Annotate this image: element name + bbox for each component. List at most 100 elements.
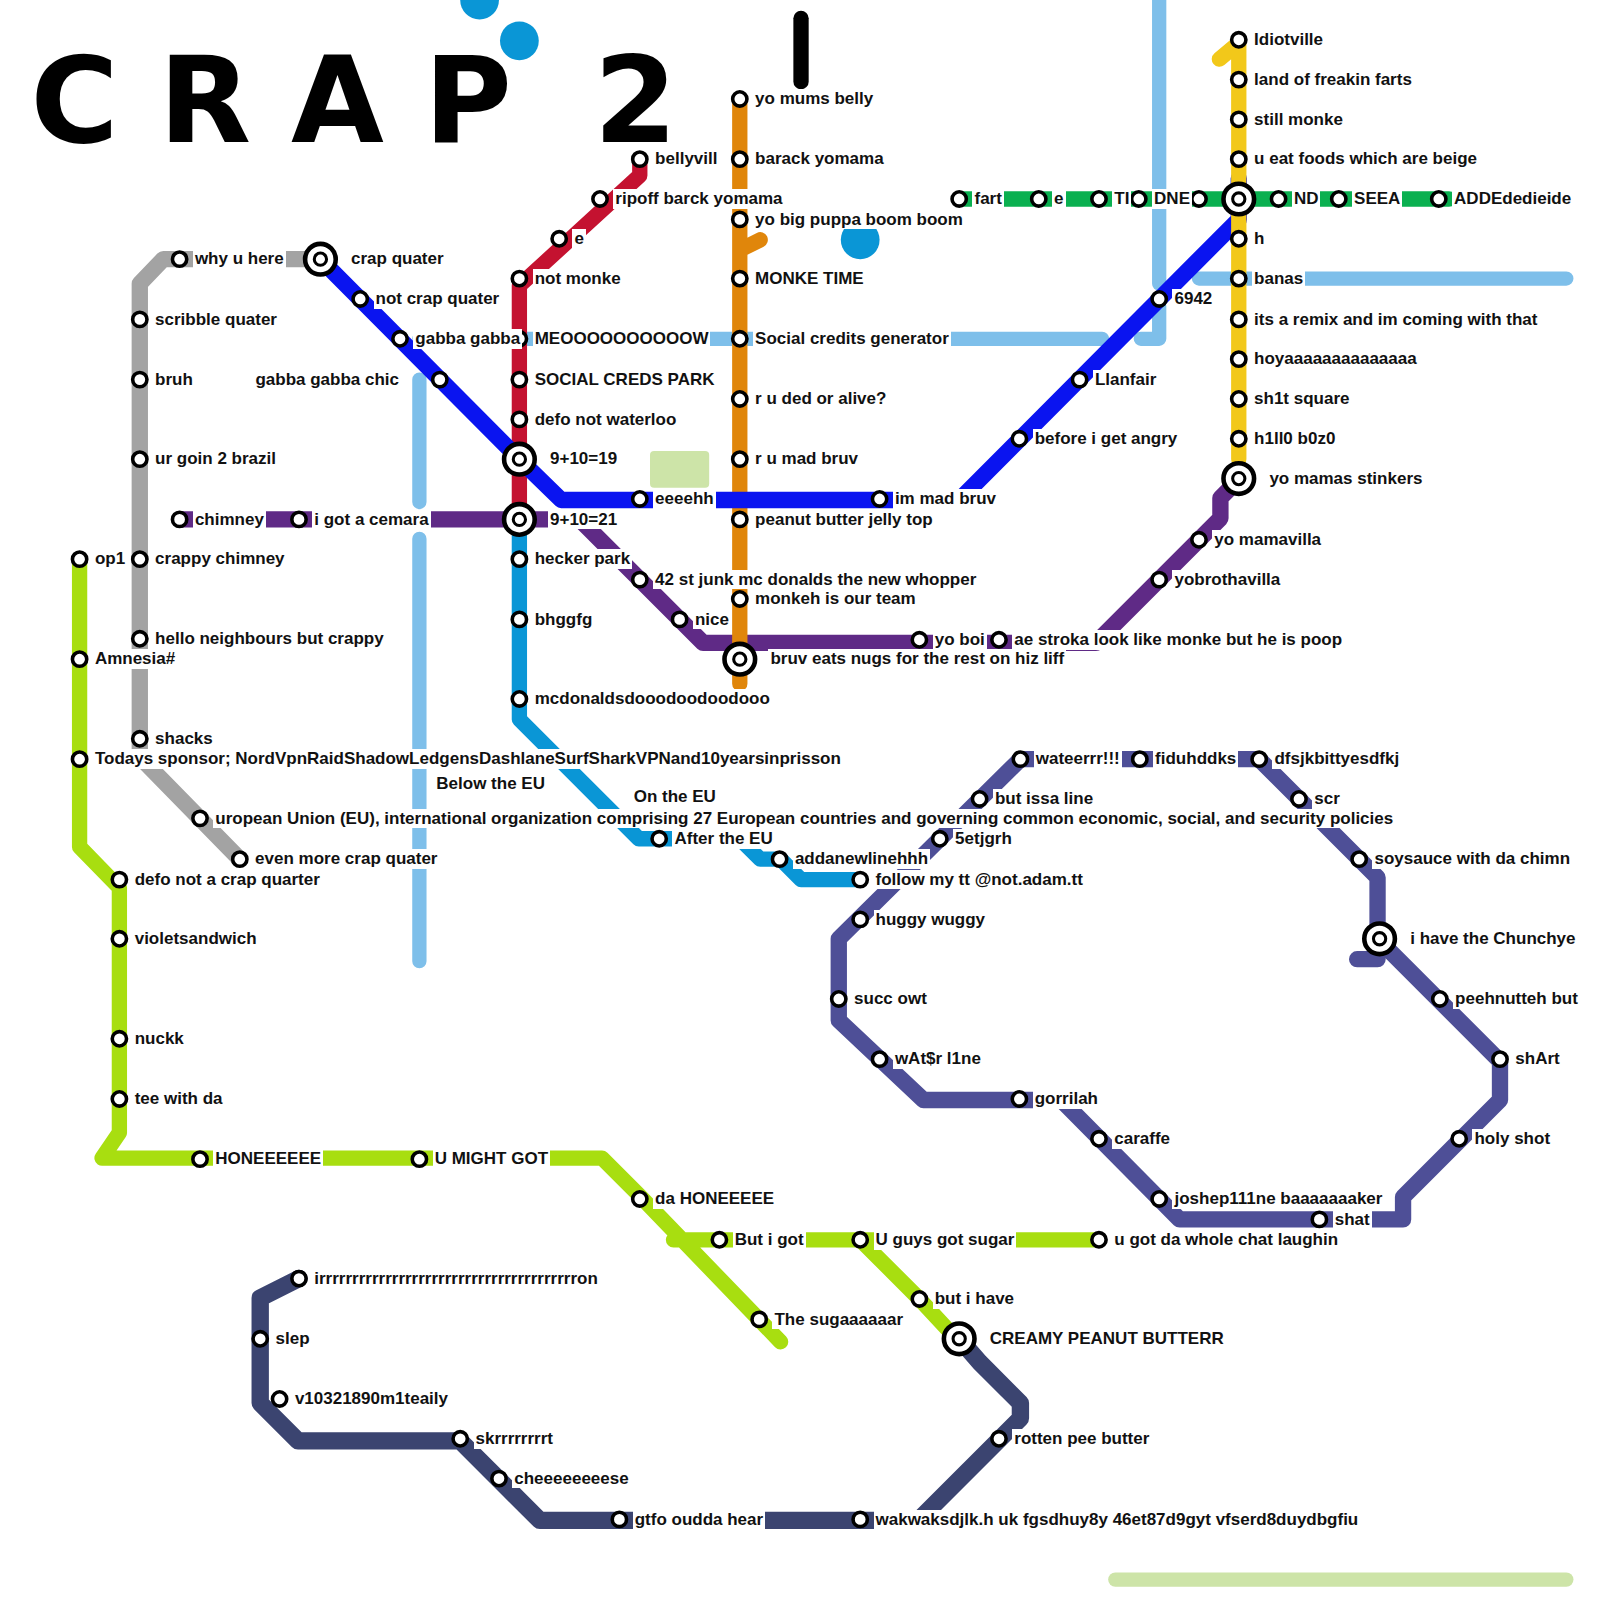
station-name: yo mamas stinkers xyxy=(1267,469,1424,489)
station-marker xyxy=(133,632,147,646)
station-marker xyxy=(752,1312,766,1326)
station-name: bhggfg xyxy=(533,610,595,630)
station-ring xyxy=(504,504,535,535)
station-marker xyxy=(1312,1212,1326,1226)
station-name: yo mums belly xyxy=(753,89,875,109)
station-name: but issa line xyxy=(993,789,1095,809)
station-name: slep xyxy=(274,1329,312,1349)
station-marker xyxy=(72,552,86,566)
station-ring xyxy=(1152,1192,1166,1206)
station-marker xyxy=(272,1392,286,1406)
station-marker xyxy=(672,612,686,626)
station-marker xyxy=(112,932,126,946)
station-name: On the EU xyxy=(632,787,718,807)
station-ring xyxy=(724,644,755,675)
station-ring xyxy=(453,1432,467,1446)
interchange-marker xyxy=(724,644,755,675)
interchange-marker xyxy=(504,504,535,535)
station-ring xyxy=(292,1271,306,1285)
station-marker xyxy=(853,1512,867,1526)
station-ring xyxy=(912,633,926,647)
station-name: SOCIAL CREDS PARK xyxy=(533,370,717,390)
station-marker xyxy=(393,332,407,346)
station-ring xyxy=(1232,152,1246,166)
station-marker xyxy=(1012,1092,1026,1106)
station-marker xyxy=(1192,192,1206,206)
station-name: not monke xyxy=(533,269,623,289)
station-name: bellyvill xyxy=(653,149,719,169)
station-core xyxy=(513,513,525,525)
station-name: 5etjgrh xyxy=(953,829,1014,849)
station-ring xyxy=(853,872,867,886)
station-marker xyxy=(912,633,926,647)
station-marker xyxy=(1352,852,1366,866)
station-ring xyxy=(1152,292,1166,306)
station-ring xyxy=(1013,752,1027,766)
station-ring xyxy=(1352,852,1366,866)
station-ring xyxy=(1092,1233,1106,1247)
station-name: bruv eats nugs for the rest on hiz liff xyxy=(768,649,1066,669)
station-ring xyxy=(733,392,747,406)
station-marker xyxy=(292,512,306,526)
station-ring xyxy=(1232,33,1246,47)
station-ring xyxy=(1192,192,1206,206)
station-ring xyxy=(112,1092,126,1106)
station-marker xyxy=(512,412,526,426)
station-name: op1 xyxy=(93,549,127,569)
station-marker xyxy=(253,1332,267,1346)
station-marker xyxy=(552,232,566,246)
station-name: After the EU xyxy=(672,829,774,849)
interchange-marker xyxy=(305,244,336,275)
station-marker xyxy=(733,452,747,466)
station-marker xyxy=(172,252,186,266)
station-ring xyxy=(1232,352,1246,366)
station-ring xyxy=(1252,752,1266,766)
station-name: U guys got sugar xyxy=(874,1230,1017,1250)
station-marker xyxy=(992,633,1006,647)
station-marker xyxy=(712,1233,726,1247)
station-marker xyxy=(112,1092,126,1106)
station-name: huggy wuggy xyxy=(874,910,988,930)
station-marker xyxy=(912,1292,926,1306)
station-name: scr xyxy=(1312,789,1342,809)
station-name: monkeh is our team xyxy=(753,589,918,609)
station-name: yo mamavilla xyxy=(1212,530,1323,550)
slate-loop-line xyxy=(839,759,1500,1219)
station-name: ADDEdedieide xyxy=(1452,189,1573,209)
station-name: h1ll0 b0z0 xyxy=(1252,429,1337,449)
station-name: land of freakin farts xyxy=(1252,70,1414,90)
station-marker xyxy=(633,1192,647,1206)
station-ring xyxy=(952,192,966,206)
station-ring xyxy=(272,1392,286,1406)
station-ring xyxy=(1452,1132,1466,1146)
station-marker xyxy=(1232,271,1246,285)
station-ring xyxy=(133,452,147,466)
station-marker xyxy=(1232,432,1246,446)
station-name: crappy chimney xyxy=(153,549,286,569)
station-marker xyxy=(233,852,247,866)
station-name: caraffe xyxy=(1112,1129,1172,1149)
station-name: follow my tt @not.adam.tt xyxy=(874,870,1085,890)
station-ring xyxy=(912,1292,926,1306)
station-ring xyxy=(853,1512,867,1526)
station-ring xyxy=(633,1192,647,1206)
station-marker xyxy=(1092,1233,1106,1247)
station-ring xyxy=(853,912,867,926)
grey-line xyxy=(140,259,306,859)
station-ring xyxy=(253,1332,267,1346)
station-name: ND xyxy=(1292,189,1321,209)
station-name: wAt$r l1ne xyxy=(893,1049,983,1069)
station-ring xyxy=(1292,792,1306,806)
station-name: wateerrr!!! xyxy=(1034,749,1122,769)
station-marker xyxy=(992,1432,1006,1446)
station-name: crap quater xyxy=(349,249,446,269)
station-marker xyxy=(972,792,986,806)
station-marker xyxy=(512,372,526,386)
station-name: 9+10=19 xyxy=(548,449,619,469)
station-name: HONEEEEEE xyxy=(213,1149,323,1169)
station-ring xyxy=(112,872,126,886)
station-marker xyxy=(652,832,666,846)
station-ring xyxy=(1012,432,1026,446)
station-name: peanut butter jelly top xyxy=(753,510,935,530)
